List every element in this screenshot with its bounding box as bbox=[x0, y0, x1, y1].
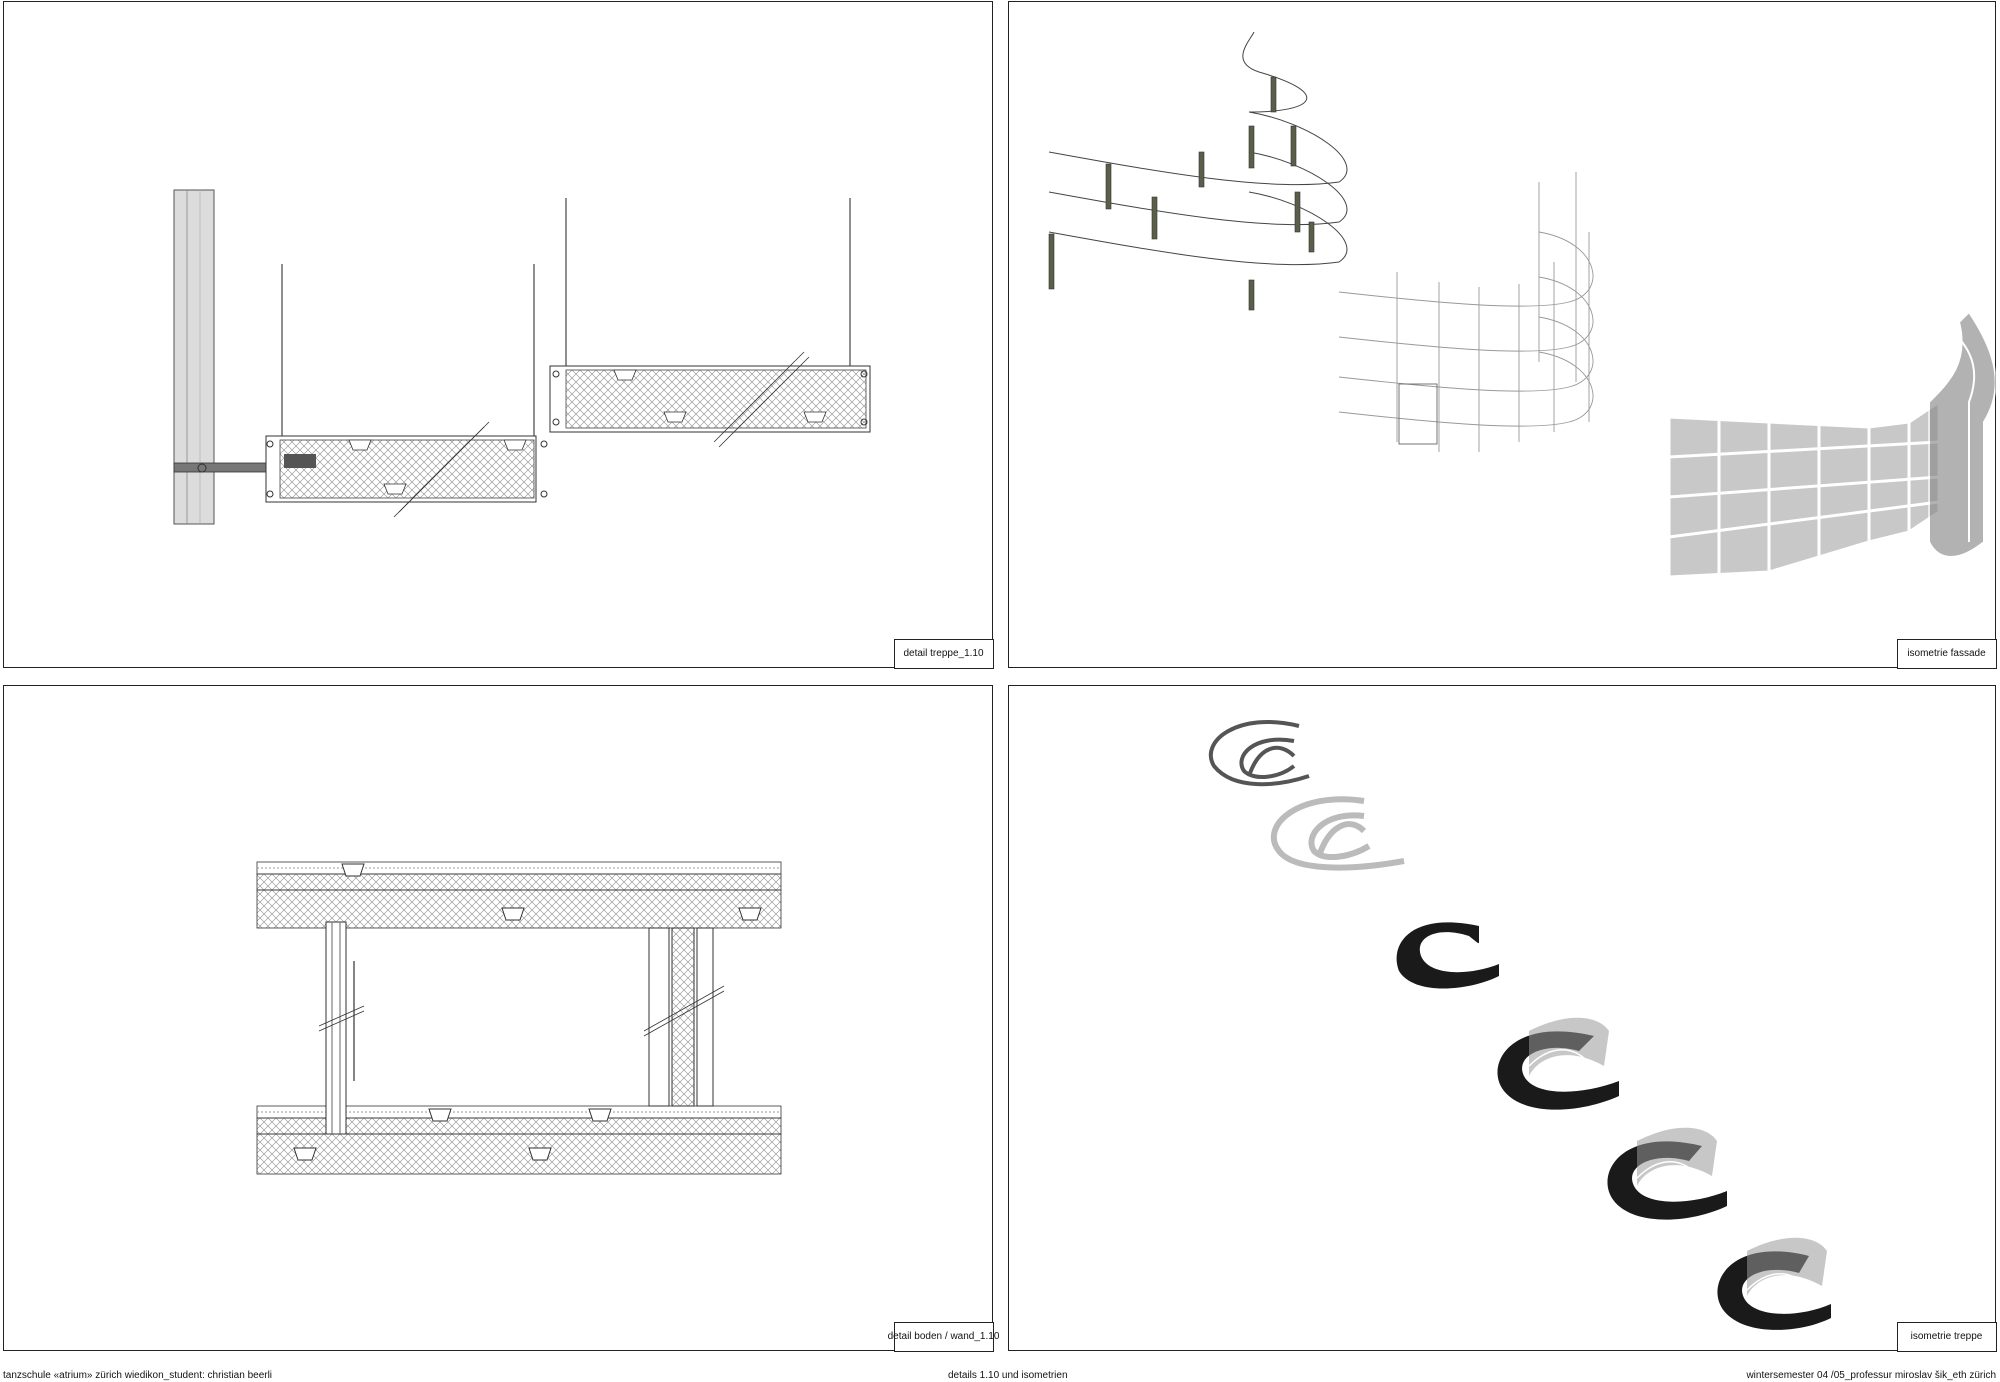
stair-iso-stage-4 bbox=[1497, 1017, 1619, 1110]
footer-right: wintersemester 04 /05_professur miroslav… bbox=[1746, 1370, 1996, 1381]
facade-panels bbox=[1667, 399, 1941, 579]
footer-center: details 1.10 und isometrien bbox=[948, 1370, 1068, 1381]
mullion-frame bbox=[1338, 172, 1594, 452]
facade-glass-curve bbox=[1928, 310, 1997, 558]
stair-iso-stage-1 bbox=[1208, 720, 1310, 787]
footer-left: tanzschule «atrium» zürich wiedikon_stud… bbox=[3, 1370, 273, 1381]
facade-isometric-drawing bbox=[1048, 31, 1997, 579]
lower-tread bbox=[265, 264, 548, 518]
stair-iso-stage-5 bbox=[1607, 1127, 1727, 1220]
panel-floor-wall-detail: detail boden / wand_1.10 bbox=[3, 685, 999, 1352]
upper-tread bbox=[549, 198, 871, 448]
panel-label: detail treppe_1.10 bbox=[893, 638, 994, 669]
stair-section-drawing bbox=[173, 189, 871, 525]
partition-wall bbox=[643, 927, 725, 1107]
glass-wall bbox=[318, 921, 365, 1135]
stair-iso-stage-2 bbox=[1270, 796, 1405, 871]
lower-slab bbox=[256, 1105, 782, 1175]
post-rails bbox=[1048, 31, 1348, 266]
stair-iso-stage-3 bbox=[1396, 922, 1499, 989]
panel-label: isometrie treppe bbox=[1896, 1321, 1997, 1352]
wall-section bbox=[173, 189, 215, 525]
stair-iso-stage-6 bbox=[1717, 1237, 1831, 1330]
stair-isometric-drawing bbox=[1208, 720, 1831, 1330]
panel-label: detail boden / wand_1.10 bbox=[888, 1321, 999, 1352]
panel-stair-detail: detail treppe_1.10 bbox=[3, 1, 994, 669]
floor-wall-section-drawing bbox=[256, 861, 782, 1175]
upper-slab bbox=[256, 861, 782, 929]
posts bbox=[1048, 76, 1315, 311]
panel-stair-iso: isometrie treppe bbox=[1008, 685, 1997, 1352]
panel-facade-iso: isometrie fassade bbox=[1008, 1, 1997, 669]
panel-label: isometrie fassade bbox=[1896, 638, 1997, 669]
